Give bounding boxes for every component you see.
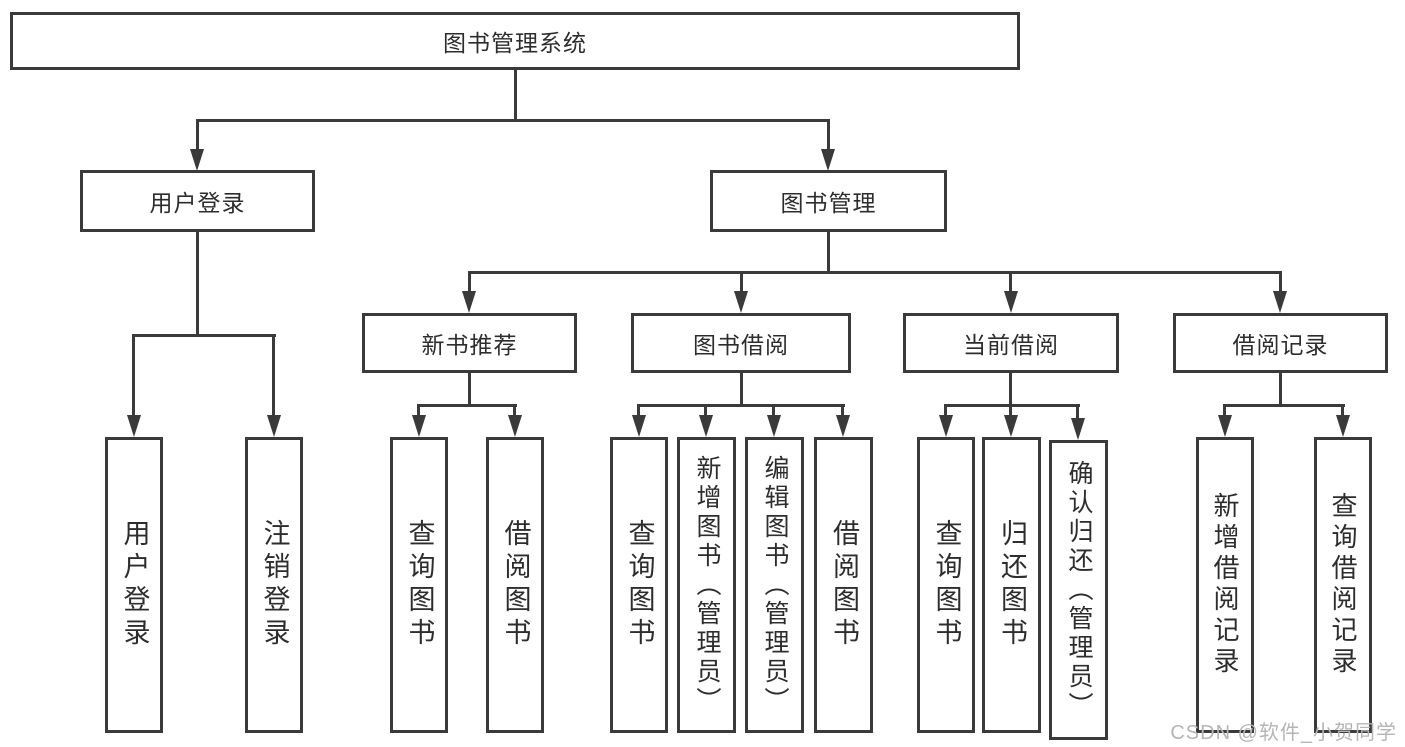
- leaf-label: 编辑图书（管理员）: [761, 454, 789, 716]
- connector-current-bar: [944, 404, 1080, 407]
- leaf-records-add: 新增借阅记录: [1196, 437, 1254, 733]
- leaf-current-confirm-return-admin: 确认归还（管理员）: [1049, 440, 1108, 740]
- leaf-label: 注销登录: [259, 519, 290, 651]
- connector-newrec-trunk: [468, 373, 471, 406]
- arrowhead-new-books: [462, 291, 476, 313]
- node-label: 图书管理: [780, 190, 877, 216]
- leaf-logout: 注销登录: [245, 437, 303, 733]
- arrowhead-book-borrow: [734, 291, 748, 313]
- arrowhead-records-add: [1218, 415, 1232, 437]
- csdn-watermark: CSDN @软件_小贺同学: [1170, 722, 1397, 744]
- leaf-current-query-books: 查询图书: [917, 437, 975, 733]
- arrowhead-borrow-query: [632, 415, 646, 437]
- leaf-label: 用户登录: [119, 519, 150, 651]
- leaf-label: 借阅图书: [829, 519, 859, 651]
- leaf-current-return-books: 归还图书: [982, 437, 1041, 733]
- connector-to-borrow-edit: [772, 404, 775, 417]
- leaf-borrow-add-books-admin: 新增图书（管理员）: [677, 437, 736, 733]
- connector-to-newrec-query: [417, 404, 420, 417]
- connector-to-borrow-borrow: [841, 404, 844, 417]
- connector-root-trunk: [514, 70, 517, 121]
- leaf-label: 查询图书: [404, 519, 435, 651]
- arrowhead-newrec-query: [412, 415, 426, 437]
- leaf-label: 确认归还（管理员）: [1065, 459, 1093, 721]
- arrowhead-records-query: [1336, 415, 1350, 437]
- connector-to-borrow-records: [1279, 271, 1282, 293]
- arrowhead-leaf-logout: [267, 415, 281, 437]
- arrowhead-borrow-borrow: [836, 415, 850, 437]
- connector-to-records-add: [1223, 404, 1226, 417]
- connector-to-current-confirm: [1076, 404, 1079, 420]
- connector-book-trunk: [827, 232, 830, 274]
- leaf-newrec-borrow-books: 借阅图书: [486, 437, 544, 733]
- leaf-label: 借阅图书: [500, 519, 531, 651]
- connector-to-book-mgmt: [827, 119, 830, 151]
- leaf-records-query: 查询借阅记录: [1314, 437, 1372, 733]
- arrowhead-current-return: [1004, 415, 1018, 437]
- node-label: 图书管理系统: [443, 30, 587, 56]
- leaf-label: 查询图书: [624, 519, 655, 651]
- leaf-user-login: 用户登录: [105, 437, 163, 733]
- node-user-login-branch: 用户登录: [80, 170, 315, 232]
- connector-level1-bar: [196, 119, 830, 122]
- connector-newrec-bar: [417, 404, 517, 407]
- leaf-label: 归还图书: [997, 519, 1027, 651]
- connector-borrow-trunk: [740, 373, 743, 406]
- arrowhead-leaf-user-login: [127, 415, 141, 437]
- node-book-management: 图书管理: [710, 170, 947, 232]
- leaf-label: 新增借阅记录: [1210, 492, 1240, 678]
- arrowhead-current-borrow: [1004, 291, 1018, 313]
- connector-to-leaf-user-login: [132, 334, 135, 418]
- arrowhead-current-query: [939, 415, 953, 437]
- arrowhead-user-login: [190, 149, 204, 171]
- connector-user-bar: [132, 334, 276, 337]
- leaf-label: 新增图书（管理员）: [693, 454, 721, 716]
- connector-to-current-query: [944, 404, 947, 417]
- node-current-borrowing: 当前借阅: [903, 313, 1119, 373]
- connector-level3-bar: [468, 271, 1282, 274]
- connector-user-trunk: [196, 232, 199, 336]
- arrowhead-newrec-borrow: [508, 415, 522, 437]
- connector-to-current-return: [1009, 404, 1012, 417]
- connector-to-borrow-add: [704, 404, 707, 417]
- connector-to-new-books: [468, 271, 471, 293]
- node-label: 当前借阅: [963, 332, 1059, 358]
- leaf-borrow-borrow-books: 借阅图书: [814, 437, 873, 733]
- arrowhead-borrow-records: [1273, 291, 1287, 313]
- connector-to-records-query: [1341, 404, 1344, 417]
- node-book-borrowing: 图书借阅: [631, 313, 851, 373]
- leaf-borrow-query-books: 查询图书: [610, 437, 668, 733]
- connector-to-newrec-borrow: [513, 404, 516, 417]
- node-library-system: 图书管理系统: [10, 12, 1020, 70]
- arrowhead-borrow-add: [699, 415, 713, 437]
- leaf-label: 查询借阅记录: [1328, 492, 1358, 678]
- connector-to-leaf-logout: [272, 334, 275, 418]
- connector-current-trunk: [1009, 373, 1012, 406]
- node-new-book-recommend: 新书推荐: [362, 313, 577, 373]
- connector-to-user-login: [196, 119, 199, 151]
- node-label: 新书推荐: [421, 332, 518, 358]
- arrowhead-borrow-edit: [767, 415, 781, 437]
- node-label: 图书借阅: [693, 332, 789, 358]
- connector-to-current-borrow: [1009, 271, 1012, 293]
- connector-to-book-borrow: [740, 271, 743, 293]
- leaf-newrec-query-books: 查询图书: [390, 437, 448, 733]
- leaf-borrow-edit-books-admin: 编辑图书（管理员）: [745, 437, 804, 733]
- leaf-label: 查询图书: [931, 519, 962, 651]
- connector-to-borrow-query: [637, 404, 640, 417]
- connector-records-trunk: [1279, 373, 1282, 406]
- node-label: 借阅记录: [1232, 332, 1329, 358]
- arrowhead-current-confirm: [1071, 418, 1085, 440]
- connector-borrow-bar: [637, 404, 845, 407]
- node-borrow-records: 借阅记录: [1173, 313, 1388, 373]
- arrowhead-book-mgmt: [821, 149, 835, 171]
- connector-records-bar: [1223, 404, 1345, 407]
- node-label: 用户登录: [149, 190, 246, 216]
